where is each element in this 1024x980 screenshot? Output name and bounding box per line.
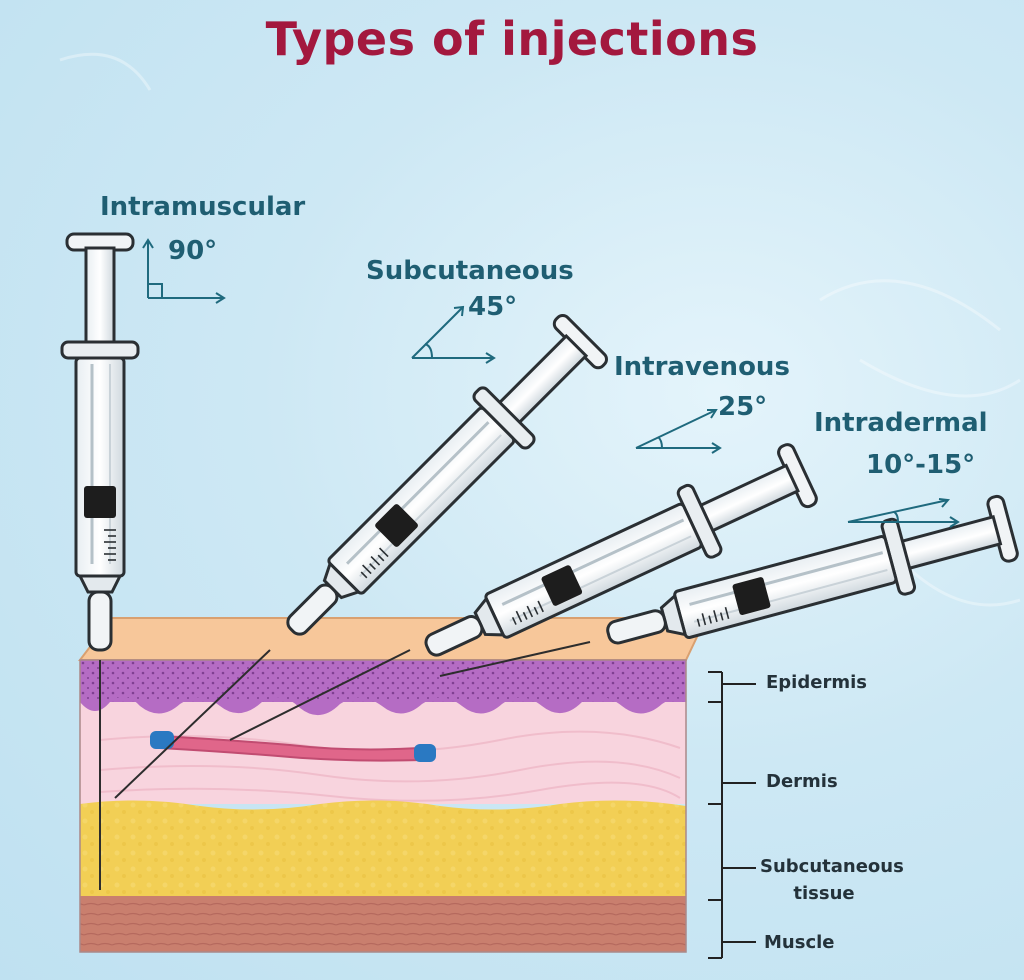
angle-45-icon [411, 305, 496, 364]
background-bubbles [59, 52, 1021, 607]
id-needle [439, 641, 591, 677]
angle-10-15-icon [847, 498, 960, 528]
layer-bracket [708, 671, 756, 959]
vein-end-left [150, 731, 174, 749]
angle-subcutaneous: 45° [468, 292, 518, 322]
page-title: Types of injections [265, 12, 759, 66]
angle-25-icon [635, 409, 722, 454]
label-subcutaneous: Subcutaneous [366, 256, 574, 286]
skin-cross-section [77, 617, 708, 953]
label-intramuscular: Intramuscular [100, 192, 306, 222]
angle-intravenous: 25° [718, 392, 768, 422]
label-intradermal: Intradermal [814, 408, 988, 438]
label-subcutaneous-line1: Subcutaneous [760, 856, 904, 877]
angle-intradermal: 10°-15° [866, 450, 976, 480]
label-muscle: Muscle [764, 932, 835, 953]
label-subcutaneous-line2: tissue [793, 883, 855, 904]
angle-intramuscular: 90° [168, 236, 218, 266]
angle-90-icon [142, 238, 226, 304]
needle-paths [99, 641, 591, 890]
label-subcutaneous-tissue: Subcutaneous tissue [760, 856, 904, 904]
syringe-intramuscular [60, 232, 140, 652]
label-epidermis: Epidermis [766, 672, 867, 693]
angle-indicators [142, 238, 960, 528]
label-dermis: Dermis [766, 771, 838, 792]
label-intravenous: Intravenous [614, 352, 790, 382]
sc-needle [114, 649, 271, 799]
vein-end-right [414, 744, 436, 762]
iv-needle [229, 649, 411, 741]
